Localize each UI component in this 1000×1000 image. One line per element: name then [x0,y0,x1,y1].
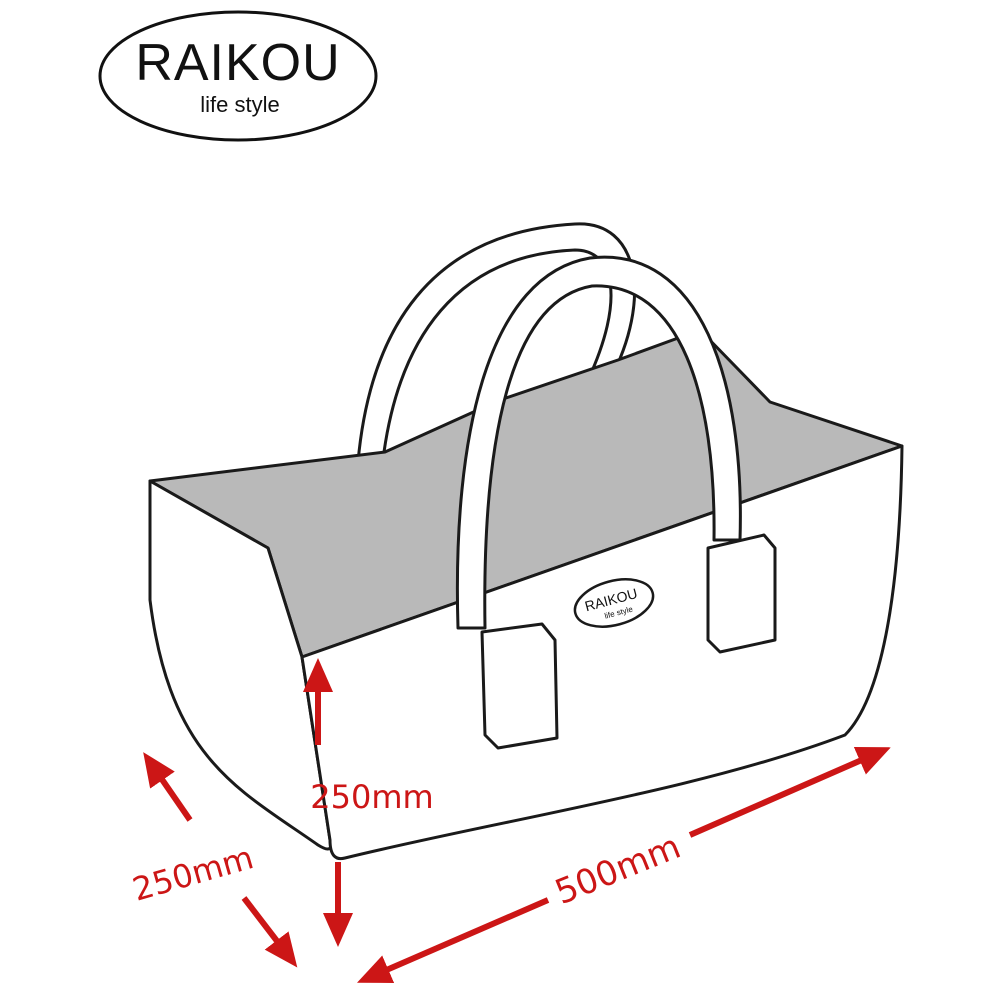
length-arrow-left [356,897,550,984]
height-dimension: 250mm [303,658,434,947]
bag-tag-label: RAIKOU life style [573,578,655,628]
height-label: 250mm [310,778,433,816]
front-handle-right-tab [706,533,777,654]
front-handle [455,255,777,750]
brand-logo: RAIKOU life style [98,10,378,142]
depth-label: 250mm [128,838,257,909]
brand-logo-oval [98,10,378,142]
front-handle-left-tab [480,622,559,750]
depth-arrow-up [143,752,193,822]
length-label: 500mm [550,827,687,913]
brand-tagline: life style [200,92,279,117]
bag-tag-oval [573,578,655,628]
length-arrow-right [688,747,891,838]
brand-name: RAIKOU [135,34,340,92]
depth-arrow-down [241,896,298,968]
